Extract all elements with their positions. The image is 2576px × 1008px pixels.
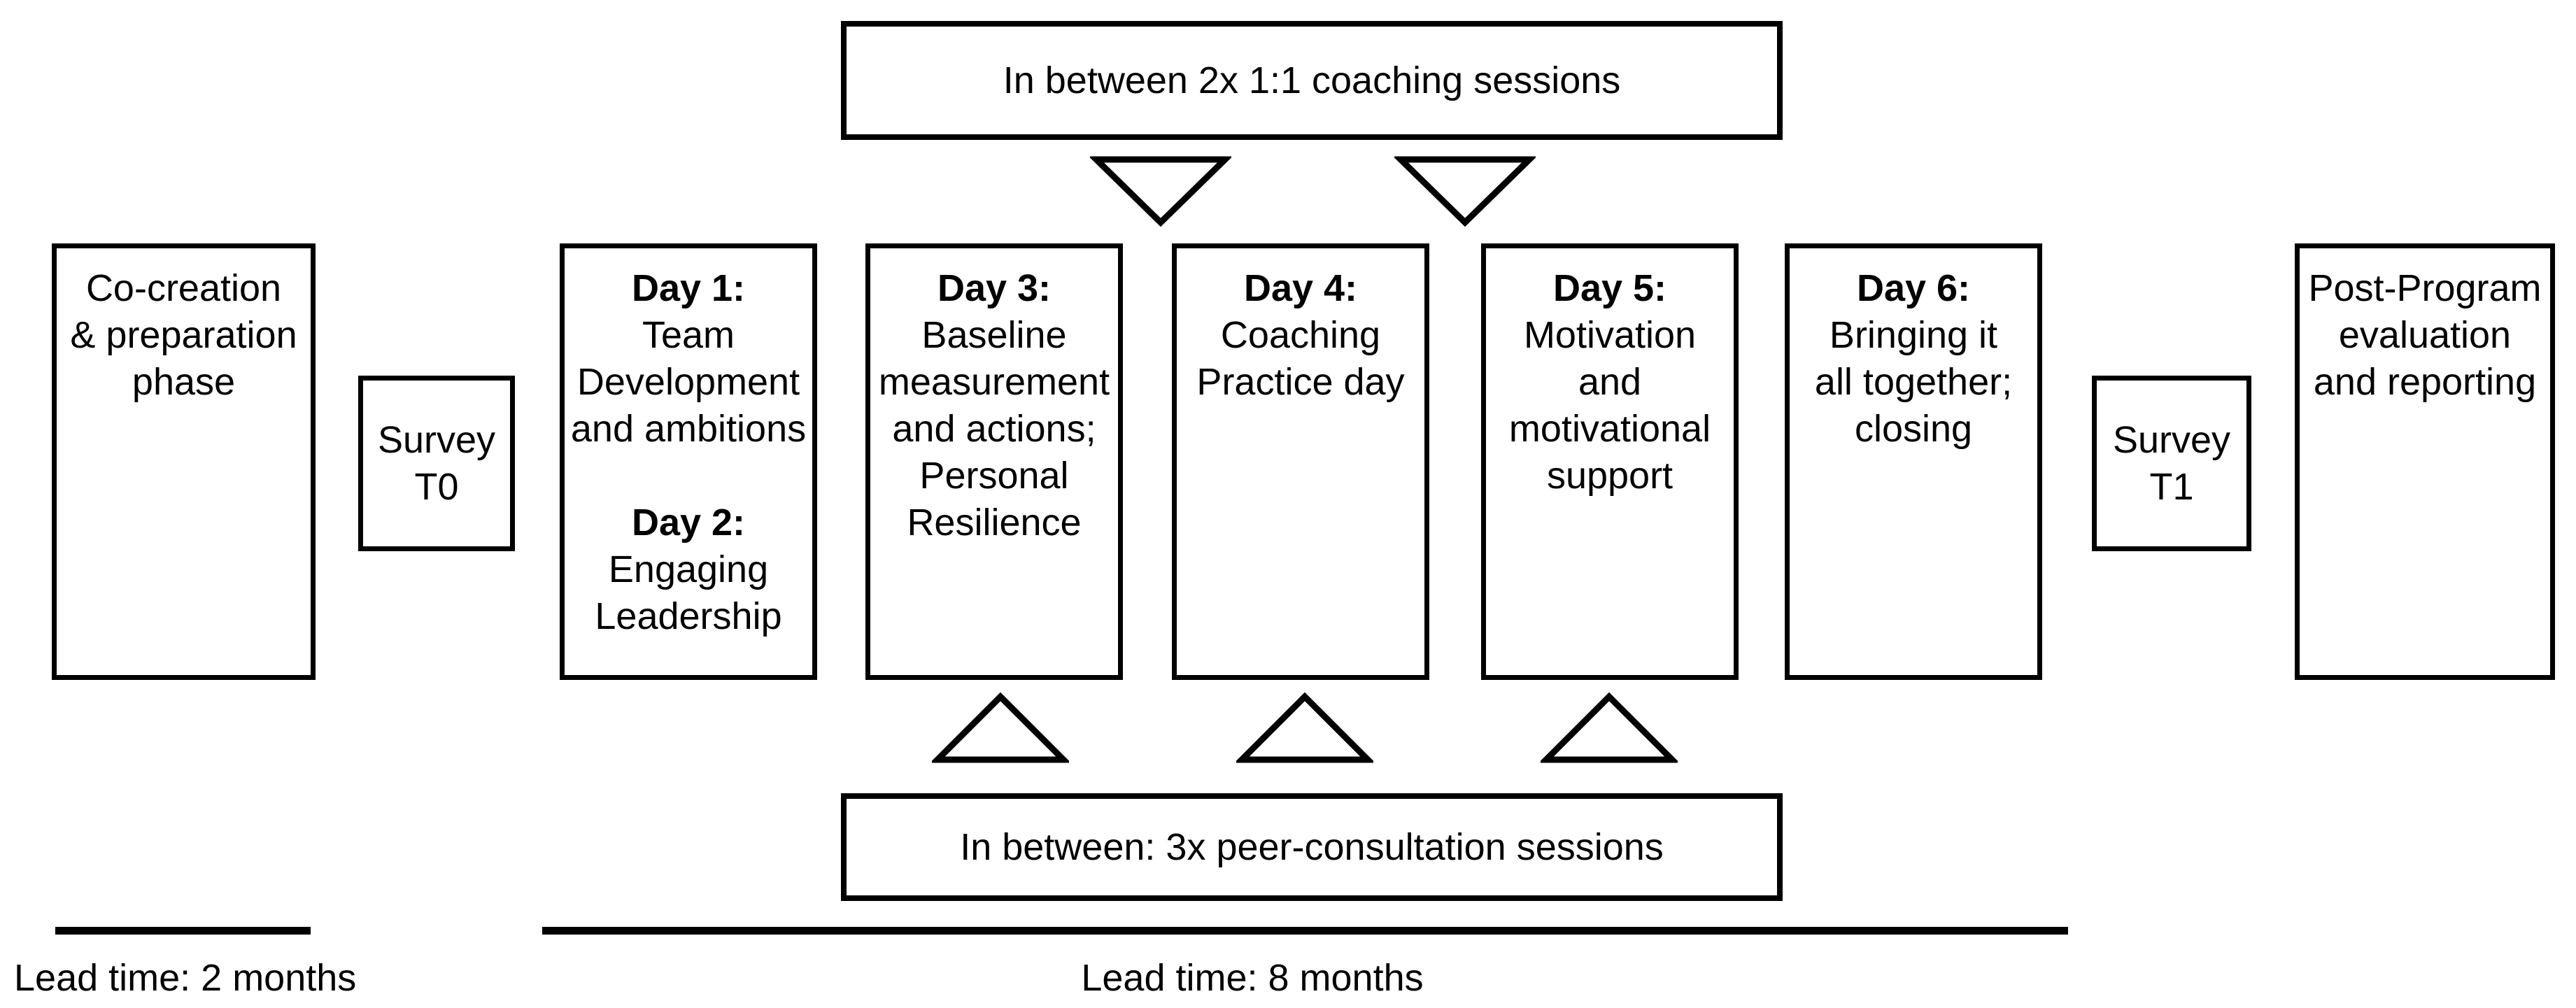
- box-line: closing: [1854, 408, 1973, 450]
- day3-heading: Day 3:: [937, 267, 1052, 309]
- day6-heading: Day 6:: [1856, 267, 1971, 309]
- lead-time-left-label: Lead time: 2 months: [14, 957, 357, 999]
- box-line: Practice day: [1196, 361, 1405, 403]
- up-arrow-icon-2: [1236, 692, 1373, 763]
- box-line: Coaching: [1220, 314, 1381, 356]
- box-line: and: [1578, 361, 1642, 403]
- day1-heading: Day 1:: [631, 267, 746, 309]
- box-line: Survey: [377, 418, 496, 461]
- coaching-sessions-label: In between 2x 1:1 coaching sessions: [1003, 59, 1621, 101]
- up-arrow-icon-3: [1541, 692, 1678, 763]
- box-line: Personal: [919, 455, 1069, 497]
- box-line: Bringing it: [1829, 314, 1998, 356]
- down-arrow-icon-2: [1394, 156, 1536, 227]
- box-line: Survey: [2112, 418, 2231, 461]
- box-line: Co-creation: [85, 267, 282, 309]
- box-line: Leadership: [595, 595, 782, 637]
- day4-heading: Day 4:: [1243, 267, 1358, 309]
- phase-box-cocreation: Co-creation & preparation phase: [52, 243, 316, 680]
- box-line: Development: [576, 361, 800, 403]
- box-line: & preparation: [70, 314, 297, 356]
- box-line: Resilience: [907, 502, 1082, 544]
- up-arrow-icon-1: [932, 692, 1069, 763]
- box-line: all together;: [1814, 361, 2013, 403]
- box-line: phase: [132, 361, 236, 403]
- survey-t1-box: Survey T1: [2092, 376, 2251, 551]
- day-box-4: Day 4: Coaching Practice day: [1172, 243, 1429, 680]
- day5-heading: Day 5:: [1552, 267, 1667, 309]
- lead-time-line-right: [542, 927, 2068, 935]
- peer-consultation-banner: In between: 3x peer-consultation session…: [841, 793, 1783, 901]
- box-line: and ambitions: [570, 408, 807, 450]
- box-line: T0: [414, 465, 459, 508]
- peer-consultation-label: In between: 3x peer-consultation session…: [960, 825, 1664, 868]
- box-line: support: [1546, 455, 1673, 497]
- coaching-sessions-banner: In between 2x 1:1 coaching sessions: [841, 21, 1783, 140]
- box-line: Motivation: [1523, 314, 1697, 356]
- box-line: evaluation: [2338, 314, 2512, 356]
- day-box-6: Day 6: Bringing it all together; closing: [1785, 243, 2042, 680]
- blank-line: [565, 453, 812, 499]
- lead-time-right-label: Lead time: 8 months: [1081, 957, 1424, 999]
- day-box-5: Day 5: Motivation and motivational suppo…: [1481, 243, 1739, 680]
- box-line: Baseline: [921, 314, 1067, 356]
- day-box-3: Day 3: Baseline measurement and actions;…: [865, 243, 1123, 680]
- survey-t0-box: Survey T0: [358, 376, 515, 551]
- box-line: and actions;: [892, 408, 1096, 450]
- box-line: measurement: [878, 361, 1110, 403]
- day-box-1-2: Day 1: Team Development and ambitions Da…: [560, 243, 817, 680]
- box-line: Engaging: [608, 548, 769, 590]
- box-line: T1: [2149, 465, 2194, 508]
- box-line: Team: [642, 314, 735, 356]
- phase-box-postprogram: Post-Program evaluation and reporting: [2295, 243, 2555, 680]
- down-arrow-icon-1: [1090, 156, 1231, 227]
- lead-time-line-left: [55, 927, 311, 935]
- box-line: motivational: [1508, 408, 1711, 450]
- box-line: and reporting: [2313, 361, 2537, 403]
- box-line: Post-Program: [2308, 267, 2542, 309]
- day2-heading: Day 2:: [631, 502, 746, 544]
